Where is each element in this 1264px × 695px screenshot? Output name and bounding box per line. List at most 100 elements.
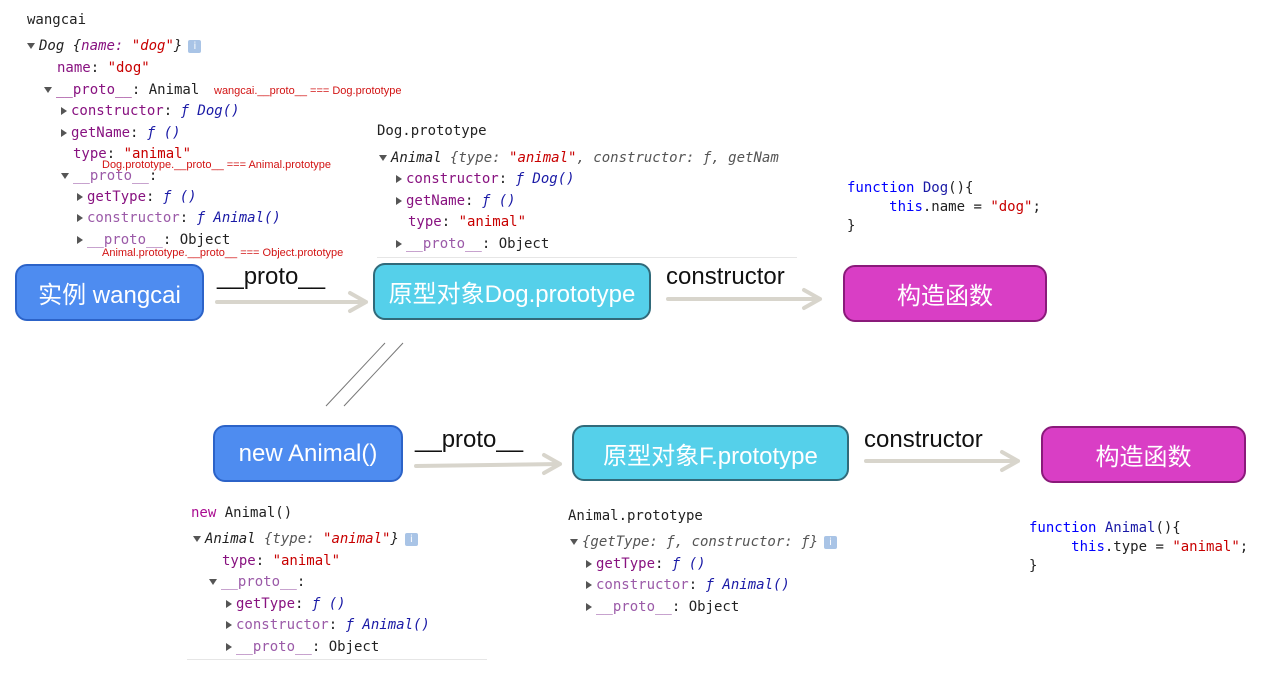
collapse-triangle-icon[interactable]	[61, 173, 69, 179]
prop-val: "animal"	[272, 553, 341, 569]
expand-triangle-icon[interactable]	[77, 236, 83, 244]
object-summary-row[interactable]: Dog {name: "dog"}i	[27, 38, 202, 54]
prop-type: : Object	[481, 236, 550, 252]
prop-val: ƒ Dog()	[180, 103, 240, 119]
arrow-right-icon	[864, 450, 1020, 472]
summary-text: {getType: ƒ, constructor: ƒ}	[582, 534, 819, 550]
object-summary-row[interactable]: {getType: ƒ, constructor: ƒ} i	[570, 534, 838, 550]
summary-open: {	[64, 38, 82, 54]
prop-type: : Animal	[131, 82, 200, 98]
prop-row-gettype[interactable]: getType: ƒ ()	[586, 556, 706, 572]
code-prop: .name =	[922, 199, 991, 215]
code-block-dog: function Dog(){ this.name = "dog"; }	[847, 179, 1041, 236]
object-summary-row[interactable]: Animal {type: "animal"}i	[193, 531, 418, 547]
prop-key: constructor	[87, 210, 180, 226]
prop-key: getName	[71, 125, 131, 141]
info-icon[interactable]: i	[188, 39, 202, 53]
summary-val: "animal"	[323, 531, 391, 547]
code-string: "dog"	[990, 199, 1033, 215]
code-fn-name: Animal	[1104, 520, 1156, 536]
collapse-triangle-icon[interactable]	[44, 87, 52, 93]
expand-triangle-icon[interactable]	[77, 214, 83, 222]
console-title: new Animal()	[191, 505, 292, 521]
arrow-label-proto: __proto__	[415, 426, 524, 453]
expand-triangle-icon[interactable]	[61, 107, 67, 115]
code-this: this	[889, 199, 923, 215]
console-title: Dog.prototype	[377, 123, 487, 139]
prop-row-proto[interactable]: __proto__:	[209, 574, 305, 590]
prop-key: getName	[406, 193, 466, 209]
summary-close: }	[173, 38, 183, 54]
prop-val: ƒ ()	[146, 125, 181, 141]
code-close: }	[847, 218, 856, 234]
prop-row-constructor[interactable]: constructor: ƒ Dog()	[61, 103, 240, 119]
expand-triangle-icon[interactable]	[396, 240, 402, 248]
console-title: Animal.prototype	[568, 508, 703, 524]
prop-colon: :	[296, 574, 306, 590]
expand-triangle-icon[interactable]	[226, 643, 232, 651]
code-prop: .type =	[1104, 539, 1173, 555]
prop-key: type	[222, 553, 256, 569]
prop-row-constructor[interactable]: constructor: ƒ Animal()	[586, 577, 790, 593]
expand-triangle-icon[interactable]	[586, 560, 592, 568]
expand-triangle-icon[interactable]	[226, 621, 232, 629]
prop-key: type	[73, 146, 107, 162]
prop-val: "animal"	[458, 214, 527, 230]
prop-row-proto2[interactable]: __proto__: Object	[226, 639, 379, 655]
code-close: }	[1029, 558, 1038, 574]
prop-row-getname[interactable]: getName: ƒ ()	[61, 125, 181, 141]
summary-type: Dog	[39, 38, 65, 54]
new-animal-box: new Animal()	[213, 425, 403, 482]
f-prototype-box: 原型对象F.prototype	[572, 425, 849, 481]
equals-mark	[325, 342, 404, 407]
prop-val: ƒ ()	[162, 189, 197, 205]
summary-close: }	[390, 531, 399, 547]
prop-val: "animal"	[123, 146, 192, 162]
prop-row-gettype[interactable]: getType: ƒ ()	[226, 596, 346, 612]
prop-key: __proto__	[56, 82, 132, 98]
keyword-new: new	[191, 505, 217, 521]
prop-row-gettype[interactable]: getType: ƒ ()	[77, 189, 197, 205]
prop-row-proto2[interactable]: __proto__:	[61, 168, 157, 184]
expand-triangle-icon[interactable]	[586, 603, 592, 611]
summary-type: Animal	[205, 531, 256, 547]
prop-row-proto[interactable]: __proto__: Object	[586, 599, 739, 615]
prop-key: constructor	[596, 577, 689, 593]
console-var-name: wangcai	[27, 12, 87, 28]
info-icon[interactable]: i	[404, 532, 418, 546]
prop-row-constructor[interactable]: constructor: ƒ Dog()	[396, 171, 575, 187]
collapse-triangle-icon[interactable]	[27, 43, 35, 49]
prop-key: getType	[236, 596, 296, 612]
title-rest: Animal()	[216, 505, 293, 521]
prop-row-constructor[interactable]: constructor: ƒ Animal()	[226, 617, 430, 633]
instance-wangcai-box: 实例 wangcai	[15, 264, 204, 321]
prop-row-type: type: "animal"	[222, 553, 341, 569]
prop-row-constructor2[interactable]: constructor: ƒ Animal()	[77, 210, 281, 226]
prop-row-getname[interactable]: getName: ƒ ()	[396, 193, 516, 209]
object-summary-row[interactable]: Animal {type: "animal", constructor: ƒ, …	[379, 150, 797, 166]
expand-triangle-icon[interactable]	[226, 600, 232, 608]
prop-row-proto[interactable]: __proto__: Object	[396, 236, 549, 252]
prop-row-proto[interactable]: __proto__: Animal	[44, 82, 199, 98]
expand-triangle-icon[interactable]	[61, 129, 67, 137]
expand-triangle-icon[interactable]	[396, 175, 402, 183]
info-icon[interactable]: i	[824, 535, 838, 549]
code-string: "animal"	[1172, 539, 1240, 555]
prop-key: constructor	[71, 103, 164, 119]
collapse-triangle-icon[interactable]	[570, 539, 578, 545]
collapse-triangle-icon[interactable]	[379, 155, 387, 161]
arrow-right-icon	[215, 291, 368, 313]
collapse-triangle-icon[interactable]	[193, 536, 201, 542]
expand-triangle-icon[interactable]	[396, 197, 402, 205]
expand-triangle-icon[interactable]	[77, 193, 83, 201]
divider	[187, 659, 487, 660]
prop-row-name: name: "dog"	[57, 60, 150, 76]
prop-row-proto3[interactable]: __proto__: Object	[77, 232, 230, 248]
prop-val: ƒ ()	[311, 596, 346, 612]
code-keyword: function	[847, 180, 915, 196]
collapse-triangle-icon[interactable]	[209, 579, 217, 585]
prop-key: constructor	[236, 617, 329, 633]
code-this: this	[1071, 539, 1105, 555]
summary-tail: , constructor: ƒ, getNam	[576, 150, 779, 166]
expand-triangle-icon[interactable]	[586, 581, 592, 589]
